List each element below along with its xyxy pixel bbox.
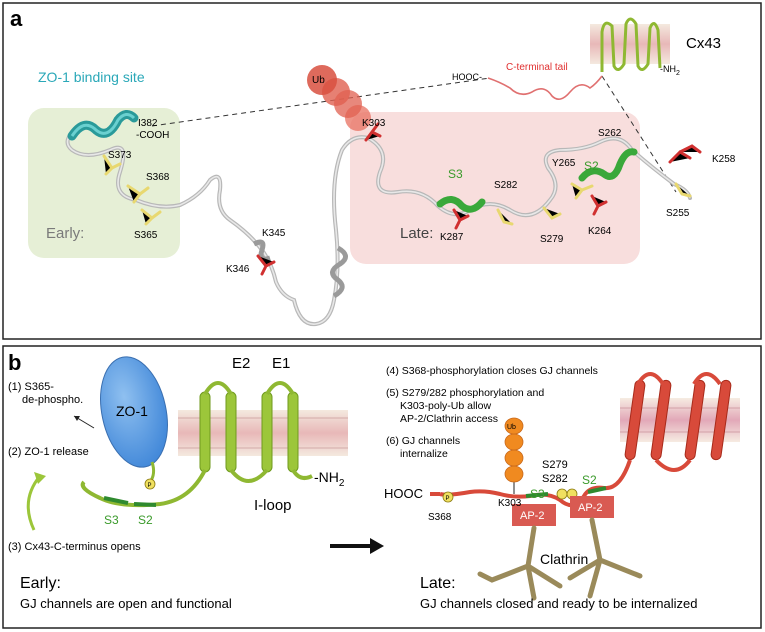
e2-label: E2	[232, 355, 250, 372]
step5-line1: (5) S279/282 phosphorylation and	[386, 387, 544, 399]
k287-label: K287	[440, 232, 464, 243]
nh2-label-b: -NH2	[314, 469, 345, 489]
cx43-early-loops	[80, 381, 313, 508]
ap2-label-1: AP-2	[520, 510, 544, 522]
zo1-binding-helix-highlight	[70, 113, 136, 137]
lysine-sidechains	[256, 122, 702, 276]
s368-label-b: S368	[428, 512, 452, 523]
k346-label: K346	[226, 264, 250, 275]
step1-line2: de-phospho.	[22, 394, 83, 406]
early-box	[28, 108, 180, 258]
k303-label-a: K303	[362, 118, 386, 129]
c-terminal-tail-label: C-terminal tail	[506, 62, 568, 73]
transition-arrowhead	[370, 538, 384, 554]
step5-line3: AP-2/Clathrin access	[400, 413, 498, 425]
cx43-mini-protein	[600, 17, 662, 72]
late-label-a: Late:	[400, 225, 433, 242]
clathrin-label: Clathrin	[540, 551, 588, 567]
opening-arrowhead	[34, 472, 46, 484]
s2-label-a: S2	[584, 159, 599, 173]
zo1-label: ZO-1	[116, 403, 148, 419]
ub-label-a: Ub	[312, 75, 325, 86]
phospho-p-early: P	[148, 483, 152, 489]
protein-backbone-highlight	[66, 125, 691, 325]
phospho-p-s368: P	[446, 496, 450, 502]
late-title: Late:	[420, 575, 456, 592]
i-loop-label: I-loop	[254, 497, 292, 514]
y265-label: Y265	[552, 158, 576, 169]
i382-label: I382	[138, 118, 158, 129]
s365-label: S365	[134, 230, 158, 241]
s2-label-b-left: S2	[138, 513, 153, 527]
late-description: GJ channels closed and ready to be inter…	[420, 596, 698, 611]
c-terminal-tail	[487, 75, 603, 100]
k258-label: K258	[712, 154, 736, 165]
k345-label: K345	[262, 228, 286, 239]
s279-label-b: S279	[542, 459, 568, 471]
step2-label: (2) ZO-1 release	[8, 446, 89, 458]
s2-label-b-right: S2	[582, 473, 597, 487]
s373-label: S373	[108, 150, 132, 161]
phospho-circle-s368	[442, 491, 454, 503]
nh2-label-a: -NH2	[660, 64, 680, 77]
s282-label-b: S282	[542, 473, 568, 485]
s3-label-a: S3	[448, 167, 463, 181]
zo1-binding-site-label: ZO-1 binding site	[38, 69, 145, 85]
phospho-circle-s279	[556, 488, 568, 500]
s2-helix	[578, 148, 638, 182]
clathrin-triskelia	[477, 517, 643, 601]
s3-label-b-left: S3	[104, 513, 119, 527]
dashed-line-left	[151, 77, 491, 127]
early-title: Early:	[20, 575, 61, 592]
cx43-label: Cx43	[686, 35, 721, 52]
serine-sidechains	[102, 154, 692, 226]
step6-line1: (6) GJ channels	[386, 435, 460, 447]
s3-s2-early-marks	[103, 496, 157, 507]
step6-line2: internalize	[400, 448, 448, 460]
step4-label: (4) S368-phosphorylation closes GJ chann…	[386, 365, 598, 377]
early-label-a: Early:	[46, 225, 84, 242]
s368-label-a: S368	[146, 172, 170, 183]
hooc-label-a: HOOC-	[452, 72, 482, 82]
ub-chain	[307, 65, 371, 131]
s282-label-a: S282	[494, 180, 518, 191]
release-arrowhead	[74, 416, 80, 421]
k303-label-b: K303	[498, 498, 522, 509]
early-description: GJ channels are open and functional	[20, 596, 232, 611]
s255-label: S255	[666, 208, 690, 219]
phospho-circle-early	[144, 478, 156, 490]
cooh-label: -COOH	[136, 130, 169, 141]
e1-label: E1	[272, 355, 290, 372]
step5-line2: K303-poly-Ub allow	[400, 400, 491, 412]
step3-label: (3) Cx43-C-terminus opens	[8, 541, 141, 553]
ap2-label-2: AP-2	[578, 502, 602, 514]
ub-label-b: Ub	[507, 424, 516, 431]
ap2-box-2	[570, 496, 614, 518]
s262-label: S262	[598, 128, 622, 139]
s3-s2-late-marks	[525, 486, 607, 498]
zo1-oval	[100, 356, 168, 468]
panel-b-letter: b	[8, 350, 21, 375]
ub-stack	[504, 417, 524, 483]
k264-label: K264	[588, 226, 612, 237]
s279-label-a: S279	[540, 234, 564, 245]
dashed-line-right	[601, 75, 677, 193]
panel-a-letter: a	[10, 6, 23, 31]
hooc-label-b: HOOC	[384, 486, 423, 501]
s3-label-b-right: S3	[530, 487, 545, 501]
s3-helix	[436, 196, 486, 213]
step1-line1: (1) S365-	[8, 381, 54, 393]
ap2-box-1	[512, 504, 556, 526]
cx43-late-protein	[624, 379, 732, 461]
